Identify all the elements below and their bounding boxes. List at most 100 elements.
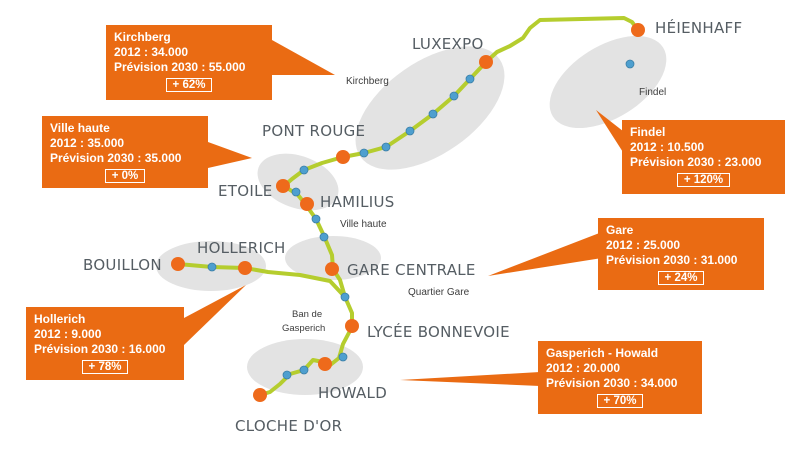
minor-stop	[465, 74, 475, 84]
callout-row-2030: Prévision 2030 : 34.000	[546, 376, 694, 391]
callout-kirchberg: Kirchberg 2012 : 34.000 Prévision 2030 :…	[106, 25, 272, 100]
callout-title: Hollerich	[34, 312, 86, 326]
callout-row-2030: Prévision 2030 : 16.000	[34, 342, 176, 357]
minor-stop	[311, 214, 321, 224]
station-label-gare-centrale: GARE CENTRALE	[347, 261, 476, 279]
callout-pct-row: + 70%	[546, 393, 694, 408]
callout-title: Kirchberg	[114, 30, 171, 44]
pointer-hollerich	[184, 285, 246, 345]
district-label-ville-haute: Ville haute	[340, 219, 387, 230]
minor-stop	[319, 232, 329, 242]
callout-row-2030: Prévision 2030 : 31.000	[606, 253, 756, 268]
value-2030: 55.000	[208, 60, 246, 74]
pointer-findel	[596, 110, 628, 160]
growth-badge: + 0%	[104, 169, 146, 183]
district-label-findel: Findel	[639, 87, 666, 98]
station-hamilius-dot	[300, 197, 314, 211]
label-2030: Prévision 2030 :	[630, 155, 725, 169]
station-label-howald: HOWALD	[318, 384, 387, 402]
minor-stop	[299, 165, 309, 175]
station-label-etoile: ETOILE	[218, 182, 273, 200]
label-2030: Prévision 2030 :	[606, 253, 701, 267]
value-2030: 16.000	[128, 342, 166, 356]
minor-stop	[338, 352, 348, 362]
value-2012: 10.500	[667, 140, 705, 154]
station-label-lycee-bonnevoie: LYCÉE BONNEVOIE	[367, 322, 510, 341]
callout-row-2030: Prévision 2030 : 55.000	[114, 60, 264, 75]
callout-row-2012: 2012 : 20.000	[546, 361, 694, 376]
callout-title: Gare	[606, 223, 634, 237]
label-2012: 2012 :	[630, 140, 668, 154]
label-2030: Prévision 2030 :	[50, 151, 145, 165]
district-label-ban-de: Ban de	[292, 309, 322, 320]
growth-badge: + 70%	[596, 394, 644, 408]
station-label-hamilius: HAMILIUS	[320, 193, 395, 211]
growth-badge: + 120%	[676, 173, 731, 187]
station-etoile-dot	[276, 179, 290, 193]
district-label-kirchberg: Kirchberg	[346, 76, 389, 87]
callout-title: Ville haute	[50, 121, 110, 135]
callout-pct-row: + 0%	[50, 168, 200, 183]
minor-stop	[405, 126, 415, 136]
growth-badge: + 24%	[657, 271, 705, 285]
station-label-luxexpo: LUXEXPO	[412, 35, 484, 53]
callout-row-2030: Prévision 2030 : 23.000	[630, 155, 777, 170]
callout-row-2012: 2012 : 25.000	[606, 238, 756, 253]
callout-findel: Findel 2012 : 10.500 Prévision 2030 : 23…	[622, 120, 785, 194]
label-2012: 2012 :	[114, 45, 152, 59]
label-2012: 2012 :	[546, 361, 584, 375]
callout-pct-row: + 24%	[606, 270, 756, 285]
station-lycee-bonnevoie-dot	[345, 319, 359, 333]
station-label-cloche-dor: CLOCHE D'OR	[235, 417, 342, 435]
minor-stop	[428, 109, 438, 119]
callout-pct-row: + 78%	[34, 359, 176, 374]
minor-stop	[625, 59, 635, 69]
callout-row-2030: Prévision 2030 : 35.000	[50, 151, 200, 166]
callout-row-2012: 2012 : 35.000	[50, 136, 200, 151]
station-cloche-dor-dot	[253, 388, 267, 402]
pointer-kirchberg	[272, 40, 335, 75]
value-2030: 34.000	[640, 376, 678, 390]
label-2012: 2012 :	[606, 238, 644, 252]
station-hollerich-dot	[238, 261, 252, 275]
value-2012: 9.000	[71, 327, 102, 341]
minor-stop	[282, 370, 292, 380]
station-heienhaff-dot	[631, 23, 645, 37]
label-2030: Prévision 2030 :	[114, 60, 209, 74]
district-label-quartier-gare: Quartier Gare	[408, 287, 470, 298]
minor-stop	[207, 262, 217, 272]
minor-stop	[381, 142, 391, 152]
station-label-hollerich: HOLLERICH	[197, 239, 286, 257]
callout-gare: Gare 2012 : 25.000 Prévision 2030 : 31.0…	[598, 218, 764, 290]
minor-stop	[291, 187, 301, 197]
label-2012: 2012 :	[50, 136, 88, 150]
value-2012: 20.000	[583, 361, 621, 375]
callout-pct-row: + 62%	[114, 77, 264, 92]
growth-badge: + 78%	[81, 360, 129, 374]
major-stations	[171, 23, 645, 402]
station-gare-centrale-dot	[325, 262, 339, 276]
station-label-pont-rouge: PONT ROUGE	[262, 122, 365, 140]
value-2030: 35.000	[144, 151, 182, 165]
value-2030: 31.000	[700, 253, 738, 267]
minor-stop	[340, 292, 350, 302]
pointer-ville-haute	[208, 142, 252, 168]
station-label-bouillon: BOUILLON	[83, 256, 162, 274]
callout-row-2012: 2012 : 34.000	[114, 45, 264, 60]
district-label-gasperich: Gasperich	[282, 323, 325, 334]
station-pont-rouge-dot	[336, 150, 350, 164]
minor-stop	[449, 91, 459, 101]
minor-stop	[359, 148, 369, 158]
minor-stations	[207, 59, 635, 380]
label-2030: Prévision 2030 :	[546, 376, 641, 390]
callout-ville-haute: Ville haute 2012 : 35.000 Prévision 2030…	[42, 116, 208, 188]
callout-row-2012: 2012 : 10.500	[630, 140, 777, 155]
label-2030: Prévision 2030 :	[34, 342, 129, 356]
station-bouillon-dot	[171, 257, 185, 271]
pointer-gasperich	[400, 372, 540, 386]
zone-ville-haute	[257, 153, 339, 211]
value-2030: 23.000	[724, 155, 762, 169]
callout-pct-row: + 120%	[630, 172, 777, 187]
station-label-heienhaff: HÉIENHAFF	[655, 18, 742, 37]
